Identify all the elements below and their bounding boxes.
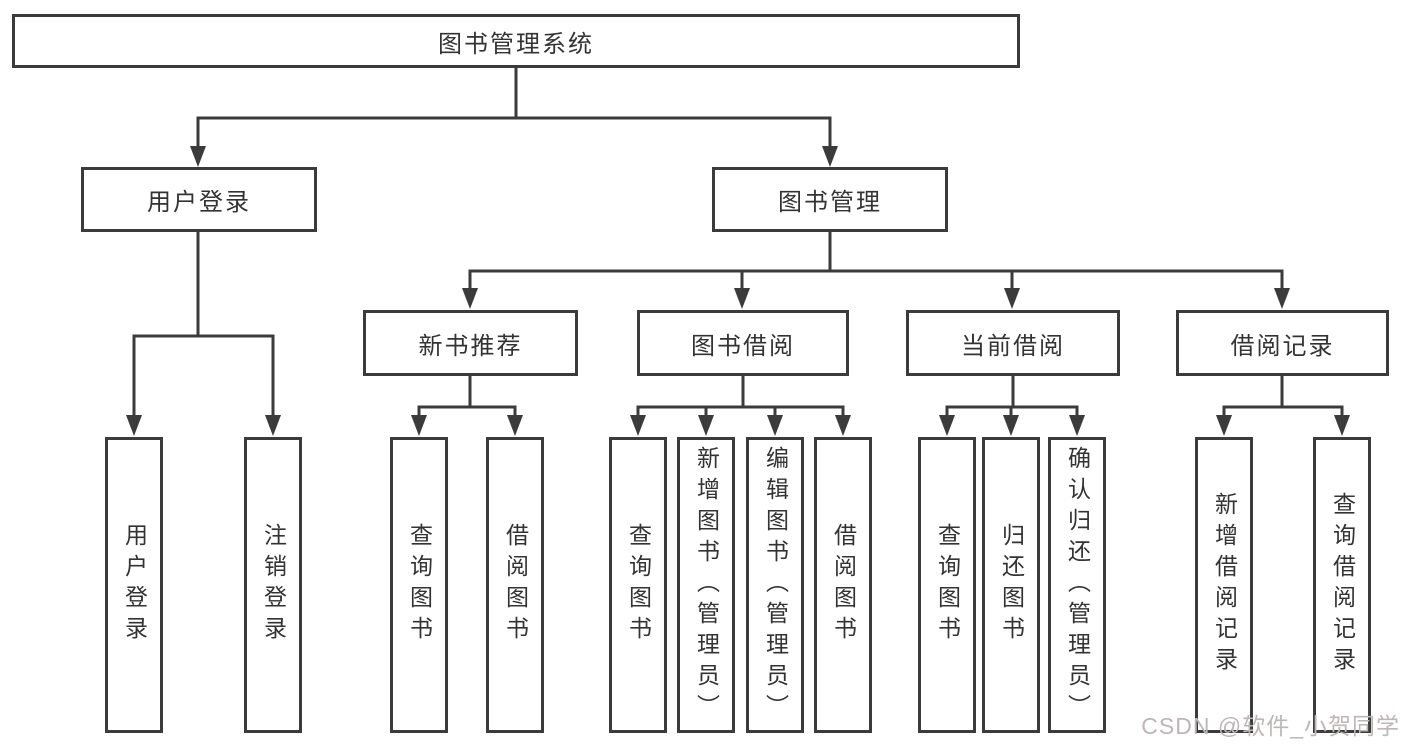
node-book-management: 图书管理 xyxy=(712,167,948,232)
leaf-bb-add-books-admin: 新增图书（管理员） xyxy=(677,437,735,733)
node-new-book-recommendation: 新书推荐 xyxy=(363,310,578,376)
leaf-br-query-record: 查询借阅记录 xyxy=(1313,437,1371,733)
leaf-bb-edit-books-admin: 编辑图书（管理员） xyxy=(746,437,804,733)
node-current-borrowing: 当前借阅 xyxy=(906,310,1120,376)
leaf-nb-borrow-books: 借阅图书 xyxy=(486,437,544,733)
leaf-cb-return-books: 归还图书 xyxy=(982,437,1040,733)
node-book-borrowing: 图书借阅 xyxy=(637,310,849,376)
leaf-logout: 注销登录 xyxy=(244,437,302,733)
leaf-bb-query-books: 查询图书 xyxy=(609,437,667,733)
leaf-cb-confirm-return-admin: 确认归还（管理员） xyxy=(1048,437,1106,733)
leaf-bb-borrow-books: 借阅图书 xyxy=(814,437,872,733)
node-borrowing-records: 借阅记录 xyxy=(1176,310,1389,376)
leaf-user-login: 用户登录 xyxy=(105,437,163,733)
leaf-cb-query-books: 查询图书 xyxy=(918,437,976,733)
leaf-br-add-record: 新增借阅记录 xyxy=(1195,437,1253,733)
watermark: CSDN @软件_小贺同学 xyxy=(1141,713,1400,739)
node-library-management-system: 图书管理系统 xyxy=(12,14,1020,68)
leaf-nb-query-books: 查询图书 xyxy=(390,437,448,733)
connector-paths xyxy=(132,68,1344,418)
node-user-login: 用户登录 xyxy=(81,167,317,232)
